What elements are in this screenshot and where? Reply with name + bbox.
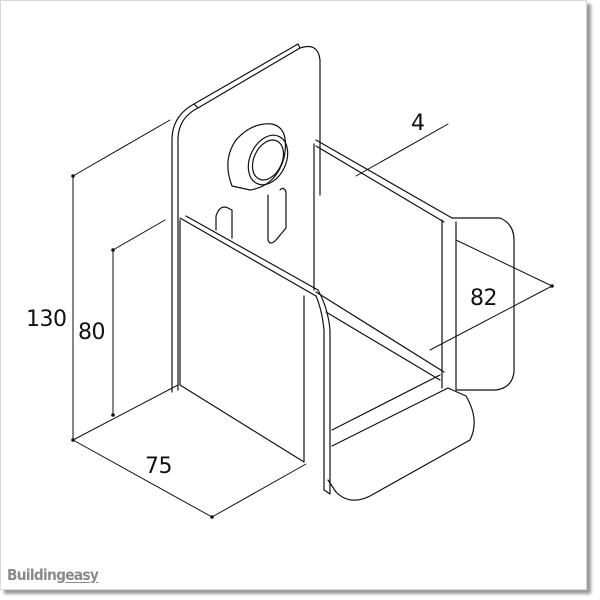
- slot-left: [215, 206, 233, 239]
- brand-suffix: easy: [65, 566, 99, 584]
- dimension-height-inner: 80: [78, 320, 106, 345]
- slot-right: [267, 187, 287, 244]
- brand-prefix: Building: [7, 566, 66, 584]
- dimension-depth: 82: [470, 286, 498, 311]
- bolt-hole: [227, 123, 289, 191]
- right-wall: [313, 139, 515, 391]
- dimension-lines: [72, 119, 553, 518]
- brand-watermark: Buildingeasy: [7, 566, 99, 584]
- dimension-width: 75: [145, 454, 173, 479]
- bottom-tongue: [315, 291, 475, 501]
- dimension-height-total: 130: [26, 307, 67, 332]
- dimension-arrowheads: [71, 174, 554, 519]
- front-wall: [179, 215, 331, 495]
- back-plate: [171, 43, 321, 393]
- dimension-thickness: 4: [411, 111, 425, 136]
- image-frame: [0, 0, 587, 590]
